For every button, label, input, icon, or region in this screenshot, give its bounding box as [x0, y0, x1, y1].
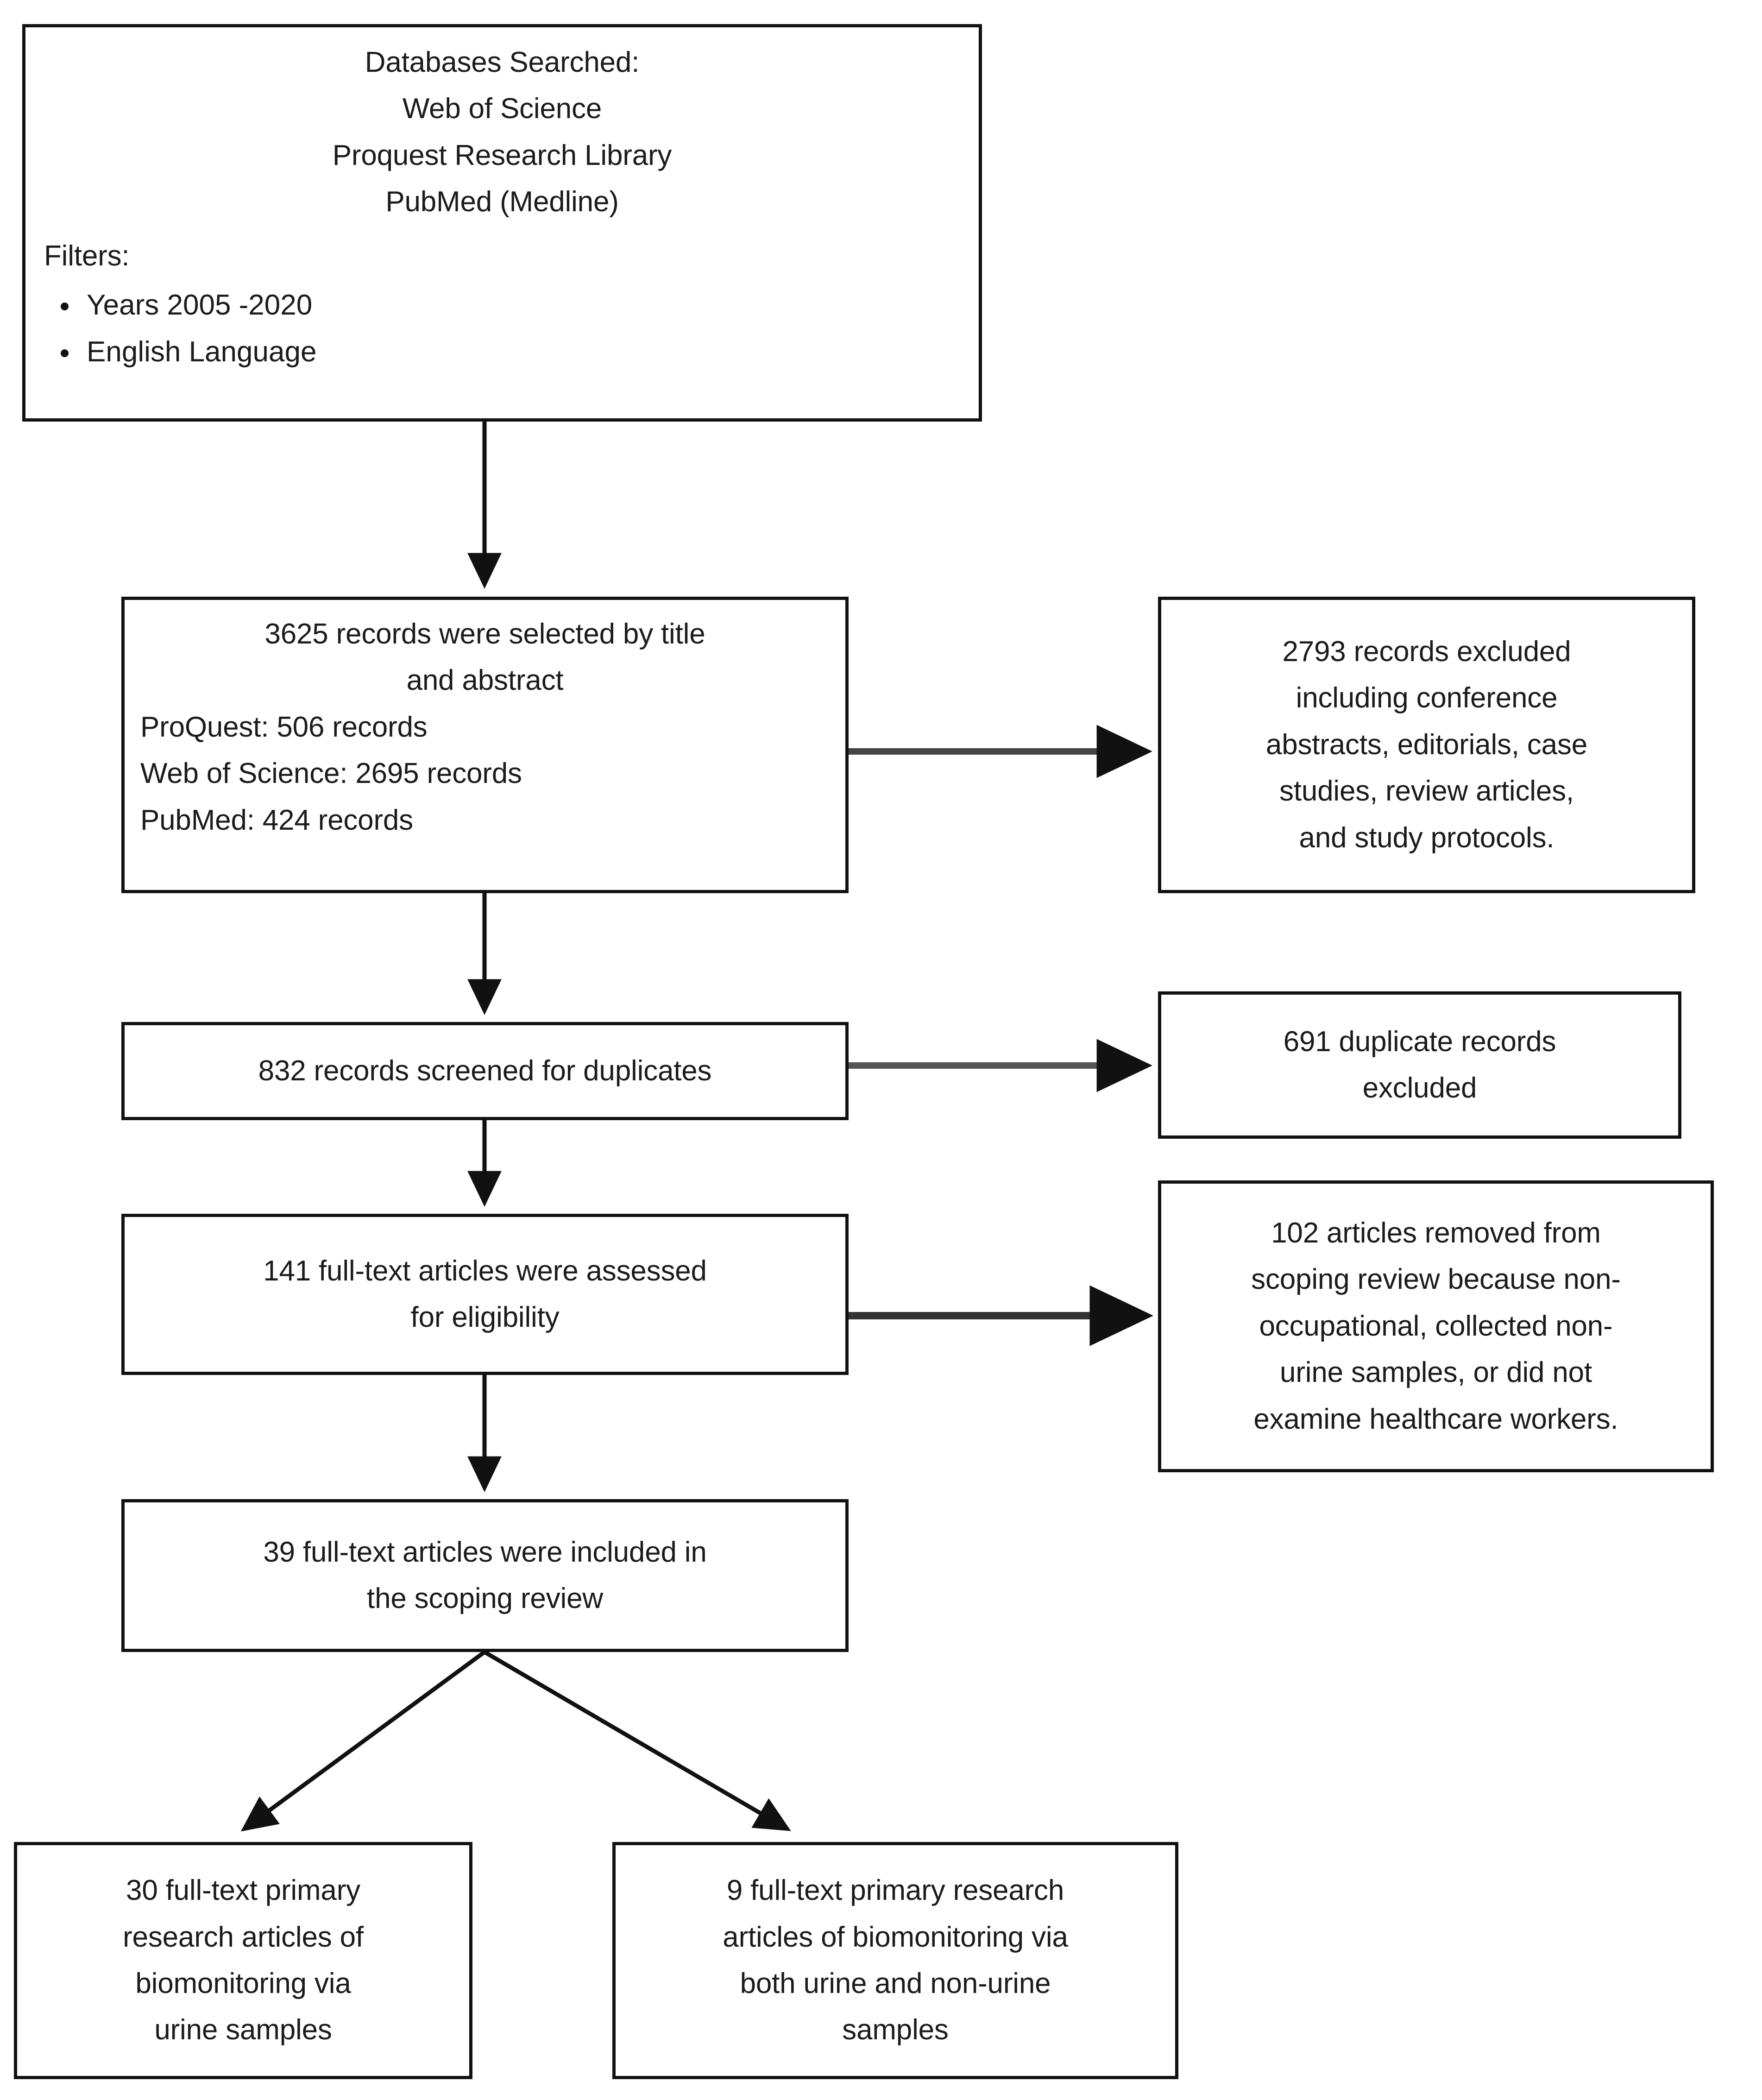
removed-102-line-4: urine samples, or did not [1280, 1356, 1592, 1389]
node-databases-searched: Databases Searched: Web of Science Proqu… [22, 24, 982, 422]
filters-label: Filters: [44, 240, 130, 272]
node-duplicate-records-excluded: 691 duplicate records excluded [1158, 991, 1681, 1139]
node-articles-removed-102: 102 articles removed from scoping review… [1158, 1180, 1714, 1472]
count-pubmed: PubMed: 424 records [140, 804, 413, 836]
both-line-3: both urine and non-urine [740, 1968, 1051, 1999]
selected-headline-block: 3625 records were selected by title and … [140, 611, 830, 704]
excluded-2793-line-2: including conference [1296, 682, 1558, 714]
both-line-2: articles of biomonitoring via [723, 1921, 1068, 1953]
edge-included-to-urine [240, 1650, 486, 1832]
filter-item-years-label: Years 2005 -2020 [87, 289, 313, 322]
edge-included-to-both [483, 1650, 791, 1831]
urine-line-1: 30 full-text primary [126, 1874, 360, 1907]
excluded-2793-line-3: abstracts, editorials, case [1265, 728, 1588, 761]
duplicates-line-2: excluded [1362, 1072, 1477, 1104]
node-records-selected: 3625 records were selected by title and … [121, 597, 849, 893]
database-name-pubmed: PubMed (Medline) [385, 186, 619, 218]
removed-102-line-2: scoping review because non- [1251, 1263, 1621, 1296]
bullet-dot-icon [61, 303, 69, 311]
node-records-screened-duplicates: 832 records screened for duplicates [121, 1022, 849, 1120]
node-fulltext-assessed-eligibility: 141 full-text articles were assessed for… [121, 1214, 849, 1375]
count-proquest: ProQuest: 506 records [140, 711, 428, 743]
filter-item-language-label: English Language [87, 335, 317, 368]
screened-line-1: 832 records screened for duplicates [258, 1054, 712, 1087]
databases-header-line: Databases Searched: [365, 46, 640, 78]
excluded-2793-line-1: 2793 records excluded [1282, 635, 1571, 668]
selected-headline-line-2: and abstract [406, 664, 564, 697]
filter-item-years: Years 2005 -2020 [61, 282, 960, 328]
count-web-of-science: Web of Science: 2695 records [140, 757, 522, 790]
urine-line-4: urine samples [154, 2014, 332, 2046]
database-name-proquest: Proquest Research Library [332, 139, 672, 171]
node-articles-urine-samples: 30 full-text primary research articles o… [14, 1842, 472, 2079]
bullet-dot-icon [61, 349, 69, 357]
databases-header-block: Databases Searched: Web of Science Proqu… [44, 39, 960, 226]
selected-source-counts: ProQuest: 506 records Web of Science: 26… [140, 704, 830, 844]
assessed-line-2: for eligibility [410, 1301, 560, 1333]
urine-line-2: research articles of [123, 1921, 364, 1953]
excluded-2793-line-5: and study protocols. [1299, 821, 1554, 854]
assessed-line-1: 141 full-text articles were assessed [263, 1255, 707, 1287]
duplicates-line-1: 691 duplicate records [1283, 1025, 1556, 1058]
node-fulltext-included-scoping-review: 39 full-text articles were included in t… [121, 1499, 849, 1652]
removed-102-line-1: 102 articles removed from [1271, 1217, 1601, 1249]
both-line-1: 9 full-text primary research [726, 1874, 1064, 1907]
filters-list: Years 2005 -2020 English Language [44, 282, 960, 375]
filter-item-language: English Language [61, 329, 960, 375]
included-line-1: 39 full-text articles were included in [263, 1536, 707, 1568]
removed-102-line-3: occupational, collected non- [1259, 1310, 1613, 1342]
both-line-4: samples [842, 2014, 949, 2046]
selected-headline-line-1: 3625 records were selected by title [264, 618, 705, 650]
included-line-2: the scoping review [367, 1583, 603, 1614]
node-articles-both-urine-and-non-urine: 9 full-text primary research articles of… [612, 1842, 1178, 2079]
node-records-excluded-2793: 2793 records excluded including conferen… [1158, 597, 1695, 893]
excluded-2793-line-4: studies, review articles, [1279, 775, 1574, 807]
urine-line-3: biomonitoring via [135, 1968, 351, 1999]
database-name-web-of-science: Web of Science [402, 93, 602, 125]
removed-102-line-5: examine healthcare workers. [1253, 1403, 1618, 1435]
